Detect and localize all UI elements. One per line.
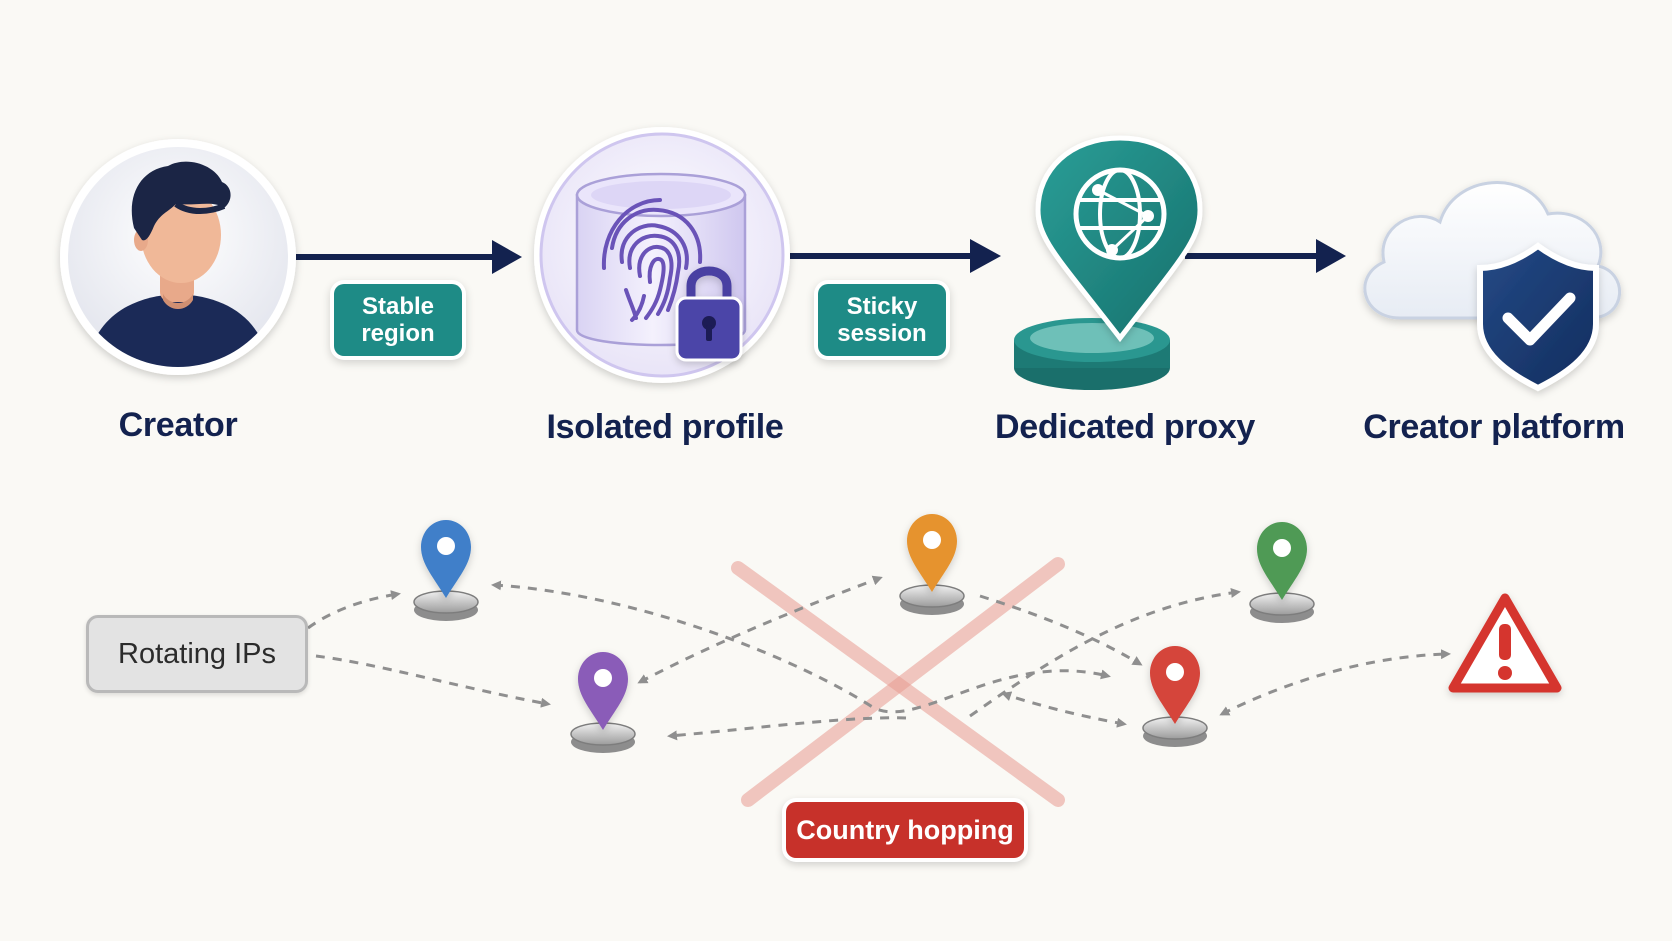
isolated-profile-icon xyxy=(534,127,790,383)
rotating-ips-box: Rotating IPs xyxy=(86,615,308,693)
node-label-isolated-profile: Isolated profile xyxy=(546,408,784,446)
node-label-creator: Creator xyxy=(118,406,238,444)
flow-arrow-creator-to-profile xyxy=(296,240,522,274)
location-pin-purple-icon xyxy=(570,652,636,753)
dashed-arrow-ips-to-purple xyxy=(315,654,551,708)
cross-out-mark xyxy=(731,557,1065,807)
dashed-arrow-red-to-warning xyxy=(1219,649,1451,716)
creator-avatar-icon xyxy=(60,139,296,375)
flow-arrow-proxy-to-platform xyxy=(1185,239,1346,273)
node-label-dedicated-proxy: Dedicated proxy xyxy=(994,408,1256,446)
lock-icon xyxy=(675,266,743,362)
node-label-creator-platform: Creator platform xyxy=(1363,408,1625,446)
edge-label-sticky-session: Sticky session xyxy=(818,284,946,356)
dashed-arrow-purple-to-orange xyxy=(637,575,883,684)
dashed-arrow-red-left xyxy=(1001,691,1127,728)
dashed-arrow-purple-left xyxy=(667,716,907,741)
flow-arrow-profile-to-proxy xyxy=(790,239,1001,273)
dedicated-proxy-pin-icon xyxy=(1014,135,1203,390)
shield-check-icon xyxy=(1477,242,1599,392)
dashed-arrow-blue-curve xyxy=(491,580,1111,714)
location-pin-red-icon xyxy=(1142,646,1208,747)
edge-label-stable-region: Stable region xyxy=(334,284,462,356)
location-pin-green-icon xyxy=(1249,522,1315,623)
dashed-arrow-ips-to-blue xyxy=(307,590,401,630)
fingerprint-icon xyxy=(601,198,703,322)
dashed-arrow-to-green xyxy=(969,587,1241,718)
country-hopping-badge: Country hopping xyxy=(786,802,1024,858)
dashed-arrow-orange-to-red xyxy=(979,594,1143,666)
warning-icon xyxy=(1448,593,1562,693)
location-pin-orange-icon xyxy=(899,514,965,615)
location-pin-blue-icon xyxy=(413,520,479,621)
